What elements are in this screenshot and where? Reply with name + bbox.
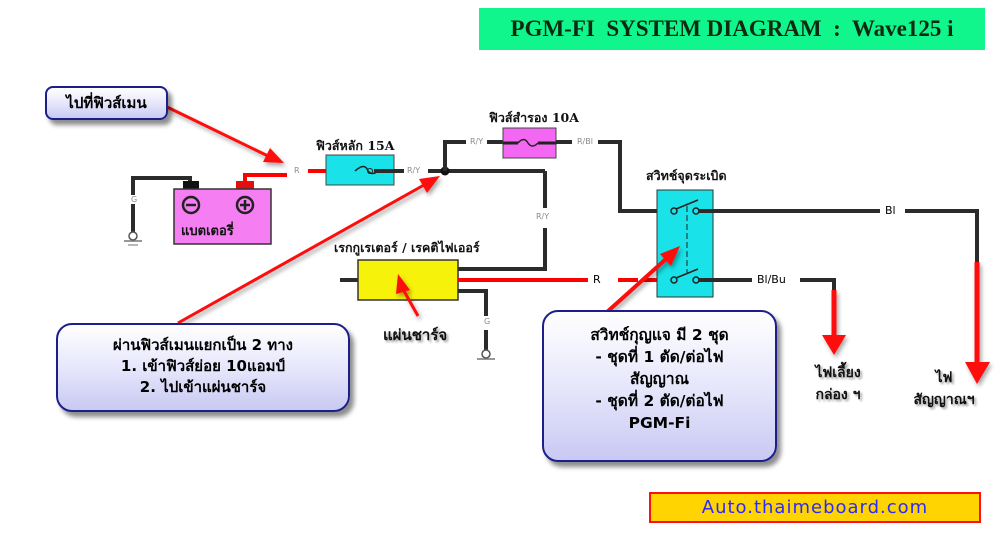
regulator [357, 259, 459, 301]
split-note-line: ผ่านฟิวส์เมนแยกเป็น 2 ทาง [113, 336, 293, 354]
wire-label-switch-blbu: Bl/Bu [754, 273, 789, 286]
arrow-signal-power [965, 262, 990, 384]
sub-fuse-label: ฟิวส์สำรอง 10A [489, 110, 579, 125]
diagram-title: PGM-FI SYSTEM DIAGRAM : Wave125 i [479, 8, 985, 50]
charge-plate-label: แผ่นชาร์จ [383, 326, 448, 344]
callout-key-switch-note: สวิทช์กุญแจ มี 2 ชุด - ชุดที่ 1 ตัด/ต่อไ… [542, 310, 777, 462]
website-badge[interactable]: Auto.thaimeboard.com [649, 492, 981, 523]
wire-label-battery-ground: G [129, 195, 140, 204]
battery-label: แบตเตอรี่ [181, 224, 234, 239]
wire-label-sub-fuse-out: R/Bl [575, 137, 595, 146]
signal-power-label-line: ไฟ [935, 370, 953, 386]
website-link[interactable]: Auto.thaimeboard.com [701, 497, 929, 518]
wire-to-sub-fuse [443, 140, 466, 171]
box-power-label-line: กล่อง ฯ [815, 387, 861, 403]
wire-label-switch-bl: Bl [882, 204, 899, 217]
callout-to-main-fuse-text: ไปที่ฟิวส์เมน [66, 94, 147, 112]
ground-symbol-battery [124, 231, 142, 246]
wire-label-fuse-out: R/Y [405, 166, 423, 175]
wire-bl-down [905, 209, 979, 264]
box-power-label-line: ไฟเลี้ยง [815, 365, 861, 381]
negative-terminal-icon [181, 195, 201, 215]
split-note-line: 1. เข้าฟิวส์ย่อย 10แอมป์ [120, 357, 286, 375]
wire-label-regulator-ground: G [482, 317, 493, 326]
key-switch-note-line: PGM-Fi [628, 414, 691, 432]
key-switch-note-line: - ชุดที่ 2 ตัด/ต่อไฟ [595, 392, 724, 410]
split-note-line: 2. ไปเข้าแผ่นชาร์จ [139, 378, 267, 396]
pointer-arrow-junction [177, 176, 440, 325]
signal-power-label: ไฟ สัญญาณฯ [904, 367, 984, 411]
callout-split-note: ผ่านฟิวส์เมนแยกเป็น 2 ทาง 1. เข้าฟิวส์ย่… [56, 323, 350, 412]
sub-fuse [502, 127, 557, 159]
arrow-box-power [822, 290, 846, 355]
ground-symbol-regulator [477, 349, 495, 360]
signal-power-label-line: สัญญาณฯ [913, 392, 975, 408]
wire-label-regulator-r: R [590, 273, 604, 286]
key-switch-note-line: สัญญาณ [630, 370, 689, 388]
wire-label-to-regulator: R/Y [534, 212, 552, 221]
wire-label-battery-r: R [292, 166, 302, 175]
main-fuse-label: ฟิวส์หลัก 15A [316, 138, 395, 153]
wire-blbu-down [800, 278, 836, 292]
pointer-arrow-charge-plate [396, 274, 420, 317]
key-switch-note-line: สวิทช์กุญแจ มี 2 ชุด [590, 326, 729, 344]
key-switch-note-line: - ชุดที่ 1 ตัด/ต่อไฟ [595, 348, 724, 366]
callout-to-main-fuse: ไปที่ฟิวส์เมน [45, 86, 168, 120]
wire-rbl-to-switch [598, 140, 672, 213]
wire-ry-to-regulator [458, 171, 547, 271]
battery [173, 181, 272, 245]
ignition-switch-label: สวิทช์จุดระเบิด [646, 168, 727, 183]
wire-label-to-sub-fuse: R/Y [468, 137, 486, 146]
box-power-label: ไฟเลี้ยง กล่อง ฯ [806, 362, 870, 406]
regulator-label: เรกกูเรเตอร์ / เรคติไฟเออร์ [334, 240, 480, 255]
wire-regulator-ground [458, 289, 488, 350]
positive-terminal-icon [235, 195, 255, 215]
pointer-arrow-main-fuse [164, 104, 284, 163]
